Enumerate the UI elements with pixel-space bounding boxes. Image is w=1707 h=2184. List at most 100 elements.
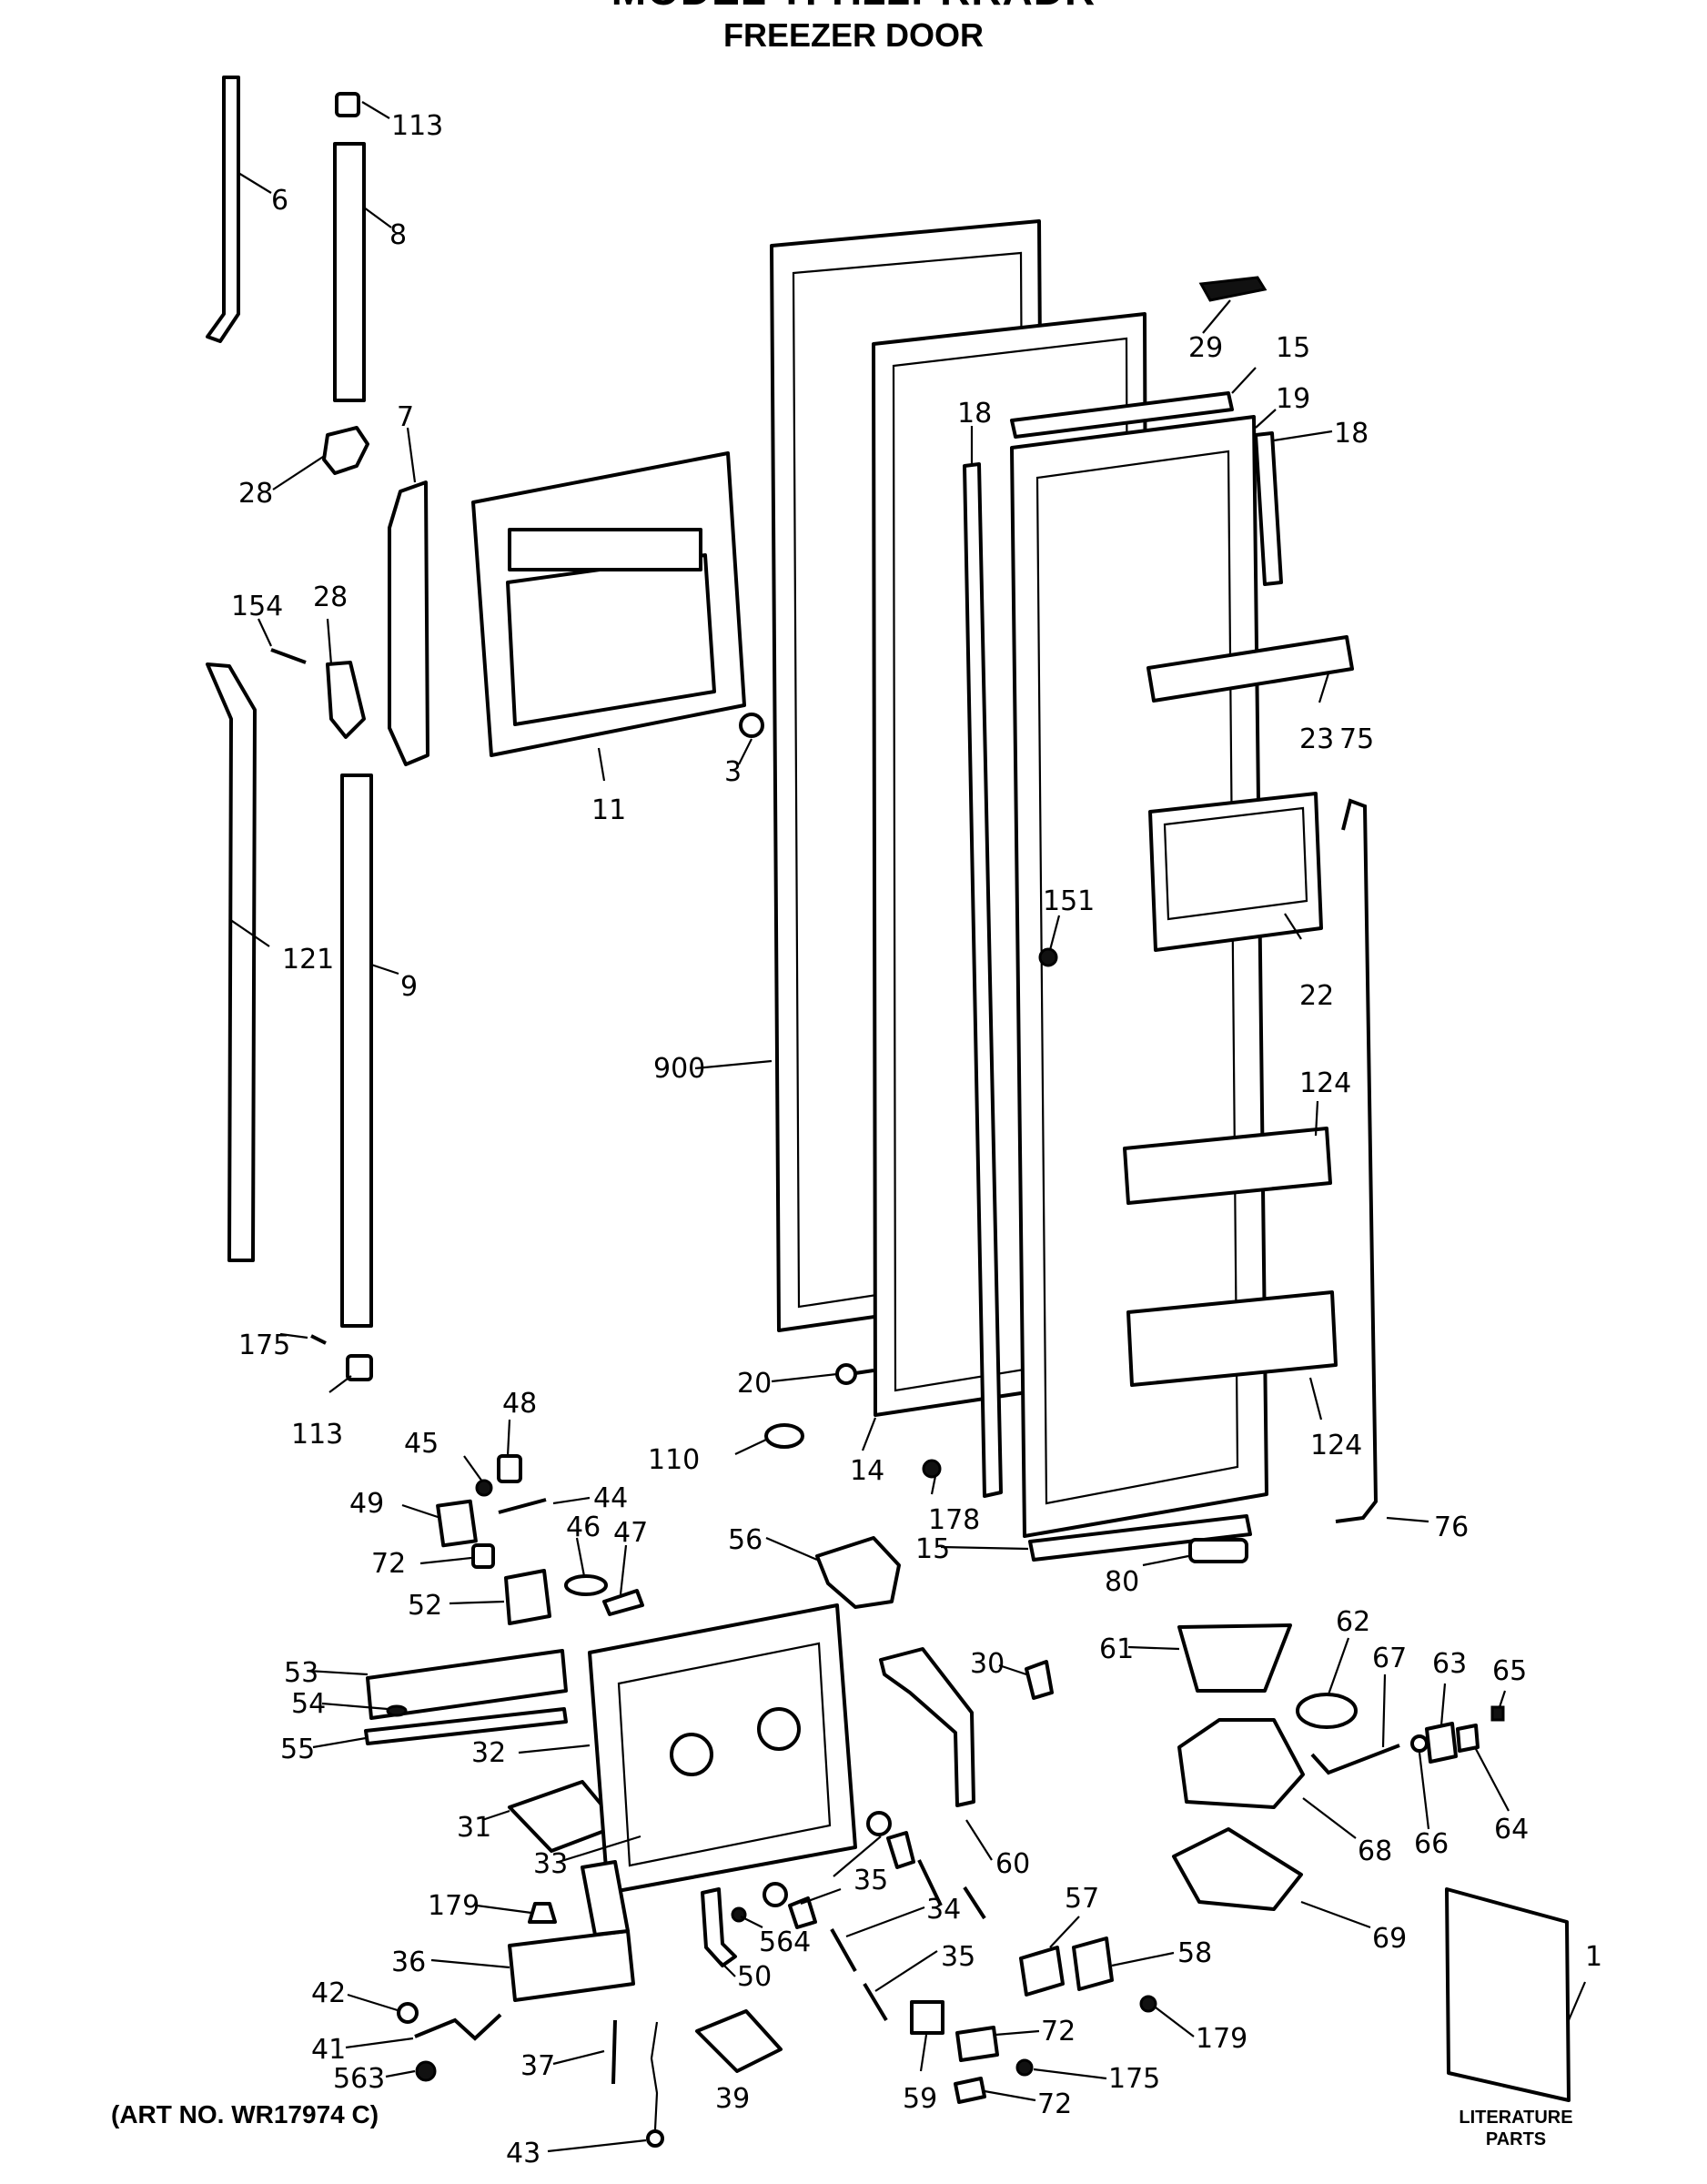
part-ice-chute-61 bbox=[1177, 1623, 1292, 1693]
callout-175-right: 175 bbox=[1108, 2063, 1160, 2095]
section-title: FREEZER DOOR bbox=[722, 16, 984, 54]
callout-900: 900 bbox=[653, 1053, 705, 1085]
part-spring-34-upper bbox=[917, 1859, 943, 1906]
callout-75: 75 bbox=[1339, 723, 1374, 755]
part-switch-48 bbox=[497, 1454, 522, 1483]
part-bushing-35-lower bbox=[763, 1882, 788, 1907]
callout-18-right: 18 bbox=[1334, 418, 1369, 450]
callout-72-lower: 72 bbox=[1037, 2088, 1072, 2120]
callout-42: 42 bbox=[311, 1977, 346, 2009]
callout-54: 54 bbox=[291, 1688, 326, 1720]
part-wire-43-end bbox=[646, 2129, 664, 2148]
part-handle-7 bbox=[388, 480, 429, 766]
callout-72-upper: 72 bbox=[371, 1548, 406, 1580]
callout-46: 46 bbox=[566, 1512, 601, 1543]
part-strip-9 bbox=[340, 774, 373, 1328]
callout-41: 41 bbox=[311, 2034, 346, 2066]
callout-68: 68 bbox=[1358, 1835, 1392, 1867]
callout-60: 60 bbox=[995, 1848, 1030, 1880]
literature-label-line1: LITERATURE bbox=[1459, 2108, 1573, 2128]
callout-34: 34 bbox=[926, 1894, 961, 1926]
part-switch-72-middle bbox=[955, 2026, 999, 2062]
part-grommet-179 bbox=[528, 1902, 557, 1924]
callout-36: 36 bbox=[391, 1946, 426, 1978]
part-dispenser-panel-11 bbox=[508, 528, 702, 571]
callout-28-upper: 28 bbox=[238, 478, 273, 510]
part-pin-35-right bbox=[963, 1886, 986, 1920]
part-housing-boss-right bbox=[757, 1707, 801, 1751]
part-gear-46 bbox=[564, 1574, 608, 1596]
part-motor-39 bbox=[695, 2009, 783, 2073]
part-cap-64 bbox=[1456, 1724, 1480, 1753]
callout-58: 58 bbox=[1177, 1937, 1212, 1969]
part-hinge-28-upper bbox=[322, 426, 369, 475]
callout-37: 37 bbox=[520, 2050, 555, 2082]
callout-43: 43 bbox=[506, 2138, 540, 2169]
callout-63: 63 bbox=[1432, 1648, 1467, 1680]
part-dispenser-panel-22 bbox=[1148, 792, 1323, 952]
callout-61: 61 bbox=[1099, 1633, 1134, 1665]
part-door-liner-19 bbox=[1010, 415, 1268, 1538]
part-lever-47 bbox=[602, 1589, 644, 1616]
callout-35-lower: 35 bbox=[941, 1941, 975, 1973]
literature-label-line2: PARTS bbox=[1485, 2129, 1547, 2149]
callout-19: 19 bbox=[1276, 383, 1310, 415]
part-dispenser-panel-22-window bbox=[1163, 806, 1308, 921]
callout-50: 50 bbox=[737, 1961, 772, 1993]
part-strip-15-top bbox=[1010, 391, 1234, 439]
part-bin-124-upper bbox=[1123, 1127, 1332, 1205]
part-arm-50 bbox=[701, 1887, 737, 1967]
part-trim-strip-121 bbox=[206, 662, 257, 1262]
part-spring-44 bbox=[498, 1498, 547, 1514]
part-clip-151 bbox=[1038, 947, 1058, 967]
callout-154: 154 bbox=[231, 591, 283, 622]
callout-53: 53 bbox=[284, 1657, 318, 1689]
callout-151: 151 bbox=[1043, 885, 1095, 917]
part-pin-35-bottom bbox=[863, 1982, 888, 2022]
part-screw-154 bbox=[270, 648, 307, 664]
part-rod-41 bbox=[414, 2013, 502, 2041]
part-strip-8 bbox=[333, 142, 366, 402]
callout-3: 3 bbox=[724, 756, 742, 788]
part-screw-564 bbox=[731, 1906, 747, 1923]
part-spring-37 bbox=[611, 2019, 617, 2085]
part-bushing-35-upper bbox=[866, 1811, 892, 1836]
part-switch-72-lower bbox=[954, 2077, 986, 2104]
part-spring-34-lower bbox=[830, 1928, 857, 1972]
callout-113-bottom: 113 bbox=[291, 1419, 343, 1451]
callout-110: 110 bbox=[648, 1444, 700, 1476]
part-breaker-strip-18-right bbox=[1254, 431, 1283, 586]
leader-lines bbox=[228, 101, 1587, 2153]
callout-29: 29 bbox=[1188, 332, 1223, 364]
part-hinge-28-lower bbox=[326, 661, 366, 739]
part-pin-35-upper bbox=[886, 1831, 915, 1869]
part-bracket-60 bbox=[879, 1647, 975, 1807]
part-bin-124-lower bbox=[1126, 1290, 1338, 1387]
callout-20: 20 bbox=[737, 1368, 772, 1400]
part-ice-housing-68 bbox=[1177, 1718, 1305, 1809]
callout-113-top: 113 bbox=[391, 110, 443, 142]
callout-44: 44 bbox=[593, 1482, 628, 1514]
part-wire-43 bbox=[650, 2021, 659, 2130]
callout-124-upper: 124 bbox=[1299, 1067, 1351, 1099]
part-bracket-49 bbox=[436, 1499, 478, 1548]
part-grille-53 bbox=[366, 1649, 568, 1720]
callout-47: 47 bbox=[613, 1517, 648, 1549]
part-screw-175-left bbox=[310, 1334, 327, 1345]
callout-35-upper: 35 bbox=[854, 1865, 888, 1896]
callout-564: 564 bbox=[759, 1926, 811, 1958]
callout-39: 39 bbox=[715, 2083, 750, 2115]
callout-31: 31 bbox=[457, 1812, 491, 1844]
part-dispenser-housing-inner bbox=[617, 1642, 832, 1867]
callout-15-top: 15 bbox=[1276, 332, 1310, 364]
callout-62: 62 bbox=[1336, 1606, 1370, 1638]
part-screw-179-right bbox=[1139, 1995, 1157, 2013]
part-plug-3 bbox=[739, 713, 764, 738]
part-switch-72-upper bbox=[471, 1543, 495, 1569]
part-hinge-cap-113-bottom bbox=[346, 1354, 373, 1381]
part-plate-59 bbox=[910, 2000, 944, 2035]
part-actuator-56 bbox=[815, 1536, 901, 1609]
part-trim-55 bbox=[364, 1707, 568, 1745]
